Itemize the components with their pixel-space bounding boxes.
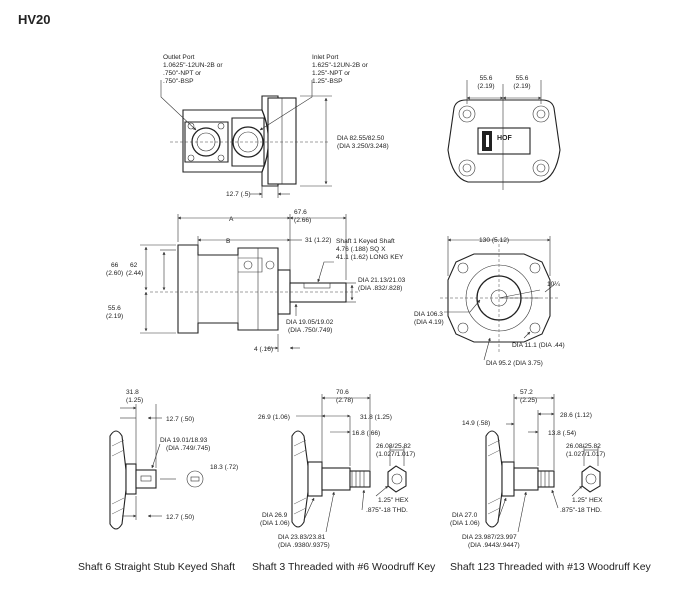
shaft-dia19-mm: DIA 19.05/19.02 <box>286 319 334 326</box>
dim-4: 4 (.16) <box>254 346 273 353</box>
shaft3-hex: 1.25" HEX <box>378 497 409 504</box>
shaft-keyed-label: Shaft 1 Keyed Shaft <box>336 238 395 245</box>
dim-67-in: (2.66) <box>294 217 311 224</box>
shaft3-view <box>291 394 407 533</box>
inlet-port-label: Inlet Port <box>312 54 339 61</box>
outlet-port-npt: .750"-NPT or <box>163 70 202 77</box>
shaft123-dia23-in: (DIA .9443/.9447) <box>468 542 520 549</box>
shaft-dia-in: (DIA .832/.828) <box>358 285 402 292</box>
end-left-dim-in: (2.19) <box>477 83 494 90</box>
dim-62-in: (2.44) <box>126 270 143 277</box>
outlet-port-label: Outlet Port <box>163 54 195 61</box>
shaft3-thread: .875"-18 THD. <box>366 507 408 514</box>
outlet-port-thread: 1.0625"-12UN-2B or <box>163 62 223 69</box>
shaft-keyed-length: 41.1 (1.62) LONG KEY <box>336 254 404 261</box>
dim-66-mm: 66 <box>111 262 119 269</box>
shaft-dia-mm: DIA 21.13/21.03 <box>358 277 406 284</box>
dim-62-mm: 62 <box>130 262 138 269</box>
caption-shaft3: Shaft 3 Threaded with #6 Woodruff Key <box>252 561 436 573</box>
end-right-dim-in: (2.19) <box>513 83 530 90</box>
shaft6-dim12-bottom: 12.7 (.50) <box>166 514 194 521</box>
side-view <box>140 214 360 352</box>
shaft3-thread-dia-mm: 26.08/25.82 <box>376 443 411 450</box>
shaft6-dim18: 18.3 (.72) <box>210 464 238 471</box>
shaft123-dia27-in: (DIA 1.06) <box>450 520 480 527</box>
dim-67-mm: 67.6 <box>294 209 307 216</box>
shaft123-dim57-in: (2.25) <box>520 397 537 404</box>
pilot-dia-in: (DIA 3.250/3.248) <box>337 143 389 150</box>
dim-b: B <box>226 238 231 245</box>
dim-a: A <box>229 216 234 223</box>
flange-dia106-mm: DIA 106.3 <box>414 311 443 318</box>
shaft3-dim26: 26.9 (1.06) <box>258 414 290 421</box>
inlet-port-thread: 1.625"-12UN-2B or <box>312 62 369 69</box>
shaft6-dim31-in: (1.25) <box>126 397 143 404</box>
shaft123-thread: .875"-18 THD. <box>560 507 602 514</box>
shaft6-dim12-top: 12.7 (.50) <box>166 416 194 423</box>
flange-angle: 10¼ <box>547 281 560 288</box>
end-view-top <box>447 80 561 190</box>
flange-dia95: DIA 95.2 (DIA 3.75) <box>486 360 543 367</box>
caption-shaft6: Shaft 6 Straight Stub Keyed Shaft <box>78 561 235 573</box>
page-title: HV20 <box>18 12 51 27</box>
shaft6-dia-mm: DIA 19.01/18.93 <box>160 437 208 444</box>
flange-dia11: DIA 11.1 (DIA .44) <box>512 342 565 349</box>
shaft123-hex: 1.25" HEX <box>572 497 603 504</box>
shaft123-thread-dia-mm: 26.08/25.82 <box>566 443 601 450</box>
shaft3-dim16: 16.8 (.66) <box>352 430 380 437</box>
shaft3-dia23-mm: DIA 23.83/23.81 <box>278 534 326 541</box>
dim-55-in: (2.19) <box>106 313 123 320</box>
shaft3-dia26-mm: DIA 26.9 <box>262 512 288 519</box>
shaft3-dia26-in: (DIA 1.06) <box>260 520 290 527</box>
shaft3-dim70-in: (2.78) <box>336 397 353 404</box>
dim-55-mm: 55.6 <box>108 305 121 312</box>
end-left-dim-mm: 55.6 <box>480 75 493 82</box>
shaft123-dim28: 28.6 (1.12) <box>560 412 592 419</box>
shaft123-view <box>485 394 601 533</box>
shaft123-dim13: 13.8 (.54) <box>548 430 576 437</box>
flange-dia106-in: (DIA 4.19) <box>414 319 444 326</box>
shaft123-thread-dia-in: (1.027/1.017) <box>566 451 605 458</box>
shaft3-dim70-mm: 70.6 <box>336 389 349 396</box>
flange-width: 130 (5.12) <box>479 237 509 244</box>
shaft3-dim31: 31.8 (1.25) <box>360 414 392 421</box>
offset-dim: 12.7 (.5) <box>226 191 251 198</box>
caption-shaft123: Shaft 123 Threaded with #13 Woodruff Key <box>450 561 652 573</box>
shaft6-view <box>109 404 204 530</box>
pilot-dia-mm: DIA 82.55/82.50 <box>337 135 385 142</box>
inlet-port-npt: 1.25"-NPT or <box>312 70 351 77</box>
shaft6-dia-in: (DIA .749/.745) <box>166 445 210 452</box>
dim-66-in: (2.60) <box>106 270 123 277</box>
top-view <box>160 80 332 198</box>
hof-logo: HOF <box>497 135 513 142</box>
shaft-dia19-in: (DIA .750/.749) <box>288 327 332 334</box>
shaft123-dim14: 14.9 (.58) <box>462 420 490 427</box>
shaft123-dim57-mm: 57.2 <box>520 389 533 396</box>
end-right-dim-mm: 55.6 <box>516 75 529 82</box>
flange-view <box>440 236 560 361</box>
inlet-port-bsp: 1.25"-BSP <box>312 78 343 85</box>
dim-31: 31 (1.22) <box>305 237 331 244</box>
shaft3-thread-dia-in: (1.027/1.017) <box>376 451 415 458</box>
shaft6-dim31-mm: 31.8 <box>126 389 139 396</box>
outlet-port-bsp: .750"-BSP <box>163 78 194 85</box>
shaft123-dia23-mm: DIA 23.987/23.997 <box>462 534 517 541</box>
shaft-keyed-key: 4.76 (.188) SQ X <box>336 246 386 253</box>
shaft3-dia23-in: (DIA .9380/.9375) <box>278 542 330 549</box>
shaft123-dia27-mm: DIA 27.0 <box>452 512 478 519</box>
